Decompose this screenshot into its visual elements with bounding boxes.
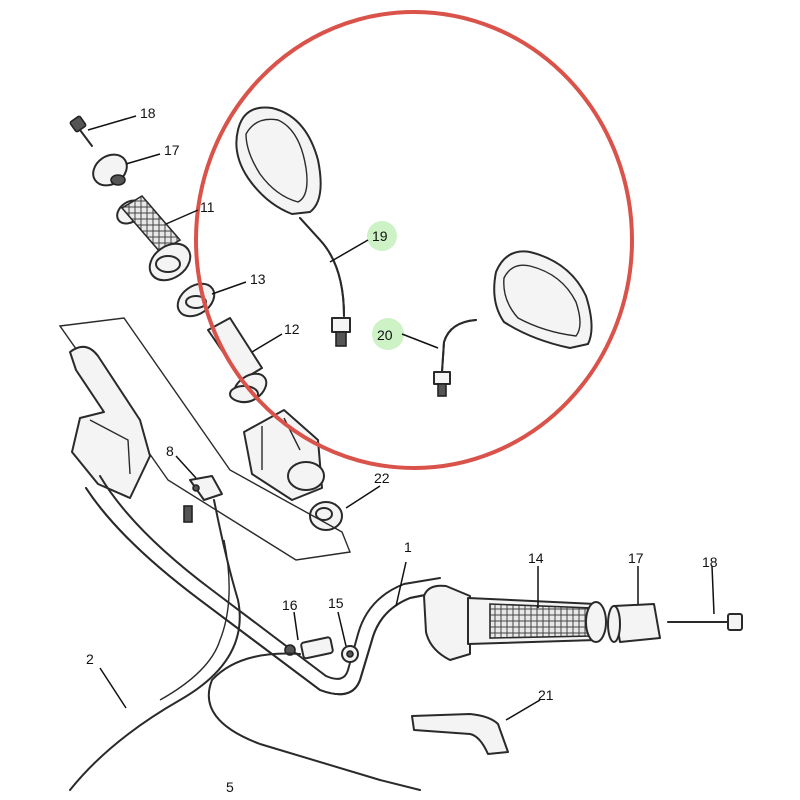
bolt-18-lower <box>667 613 743 631</box>
cable-5 <box>207 652 421 791</box>
callout-19: 19 <box>372 228 388 244</box>
bolt-18-upper <box>69 115 93 147</box>
callout-21: 21 <box>538 687 554 703</box>
grip-11 <box>116 194 192 282</box>
callout-2: 2 <box>86 651 94 667</box>
switch-housing <box>243 409 325 501</box>
callout-20: 20 <box>377 327 393 343</box>
bar-end-weight-17-lower <box>607 603 661 643</box>
callout-22: 22 <box>374 470 390 486</box>
callout-8: 8 <box>166 443 174 459</box>
weight-22 <box>309 501 343 531</box>
grip-14 <box>467 597 607 645</box>
cable-boot-21 <box>411 713 509 755</box>
callout-17-lower: 17 <box>628 550 644 566</box>
callout-18-upper: 18 <box>140 105 156 121</box>
callout-17-upper: 17 <box>164 142 180 158</box>
throttle-sleeve-12 <box>207 317 268 404</box>
callout-14: 14 <box>528 550 544 566</box>
assembly-outline <box>58 317 351 561</box>
callout-20-highlight <box>372 318 404 350</box>
bar-end-weight-17-upper <box>92 153 128 187</box>
callout-5: 5 <box>226 779 234 795</box>
right-switch-housing <box>423 584 471 661</box>
callout-19-highlight <box>367 221 397 251</box>
callout-1: 1 <box>404 539 412 555</box>
callout-15: 15 <box>328 595 344 611</box>
highlight-circle <box>194 10 634 470</box>
callout-12: 12 <box>284 321 300 337</box>
mirror-19 <box>235 106 351 347</box>
callout-16: 16 <box>282 597 298 613</box>
leader-lines <box>87 115 715 721</box>
cable-2-inner <box>159 539 230 701</box>
handlebar-1 <box>85 475 441 696</box>
nut-15 <box>341 645 359 663</box>
clamp-8 <box>183 475 223 523</box>
mirror-20 <box>433 250 593 397</box>
collar-13 <box>176 282 216 318</box>
callout-13: 13 <box>250 271 266 287</box>
left-lever-holder <box>69 345 151 499</box>
adjuster-16 <box>284 636 334 660</box>
callout-11: 11 <box>200 199 215 215</box>
callout-18-lower: 18 <box>702 554 718 570</box>
